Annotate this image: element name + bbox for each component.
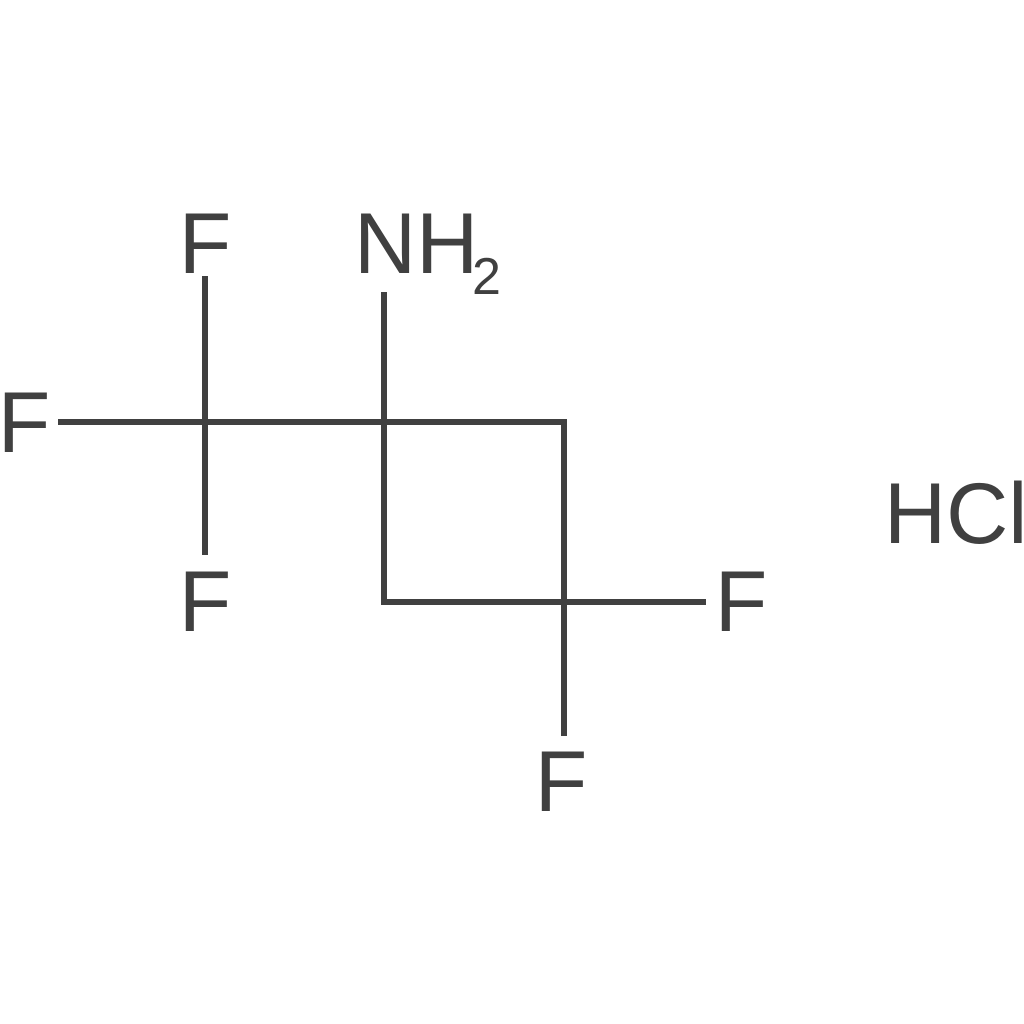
fluorine-label-ring-right: F [715, 554, 768, 650]
hcl-salt-label: HCl [884, 466, 1024, 562]
fluorine-label-ring-bottom: F [535, 734, 588, 830]
atom-labels: F F F NH 2 F F HCl [0, 196, 1024, 830]
amine-subscript: 2 [472, 248, 501, 306]
amine-label: NH [354, 196, 478, 292]
fluorine-label-cf3-bottom: F [179, 554, 232, 650]
fluorine-label-cf3-left: F [0, 375, 50, 471]
bonds [58, 276, 706, 736]
fluorine-label-cf3-top: F [179, 196, 232, 292]
